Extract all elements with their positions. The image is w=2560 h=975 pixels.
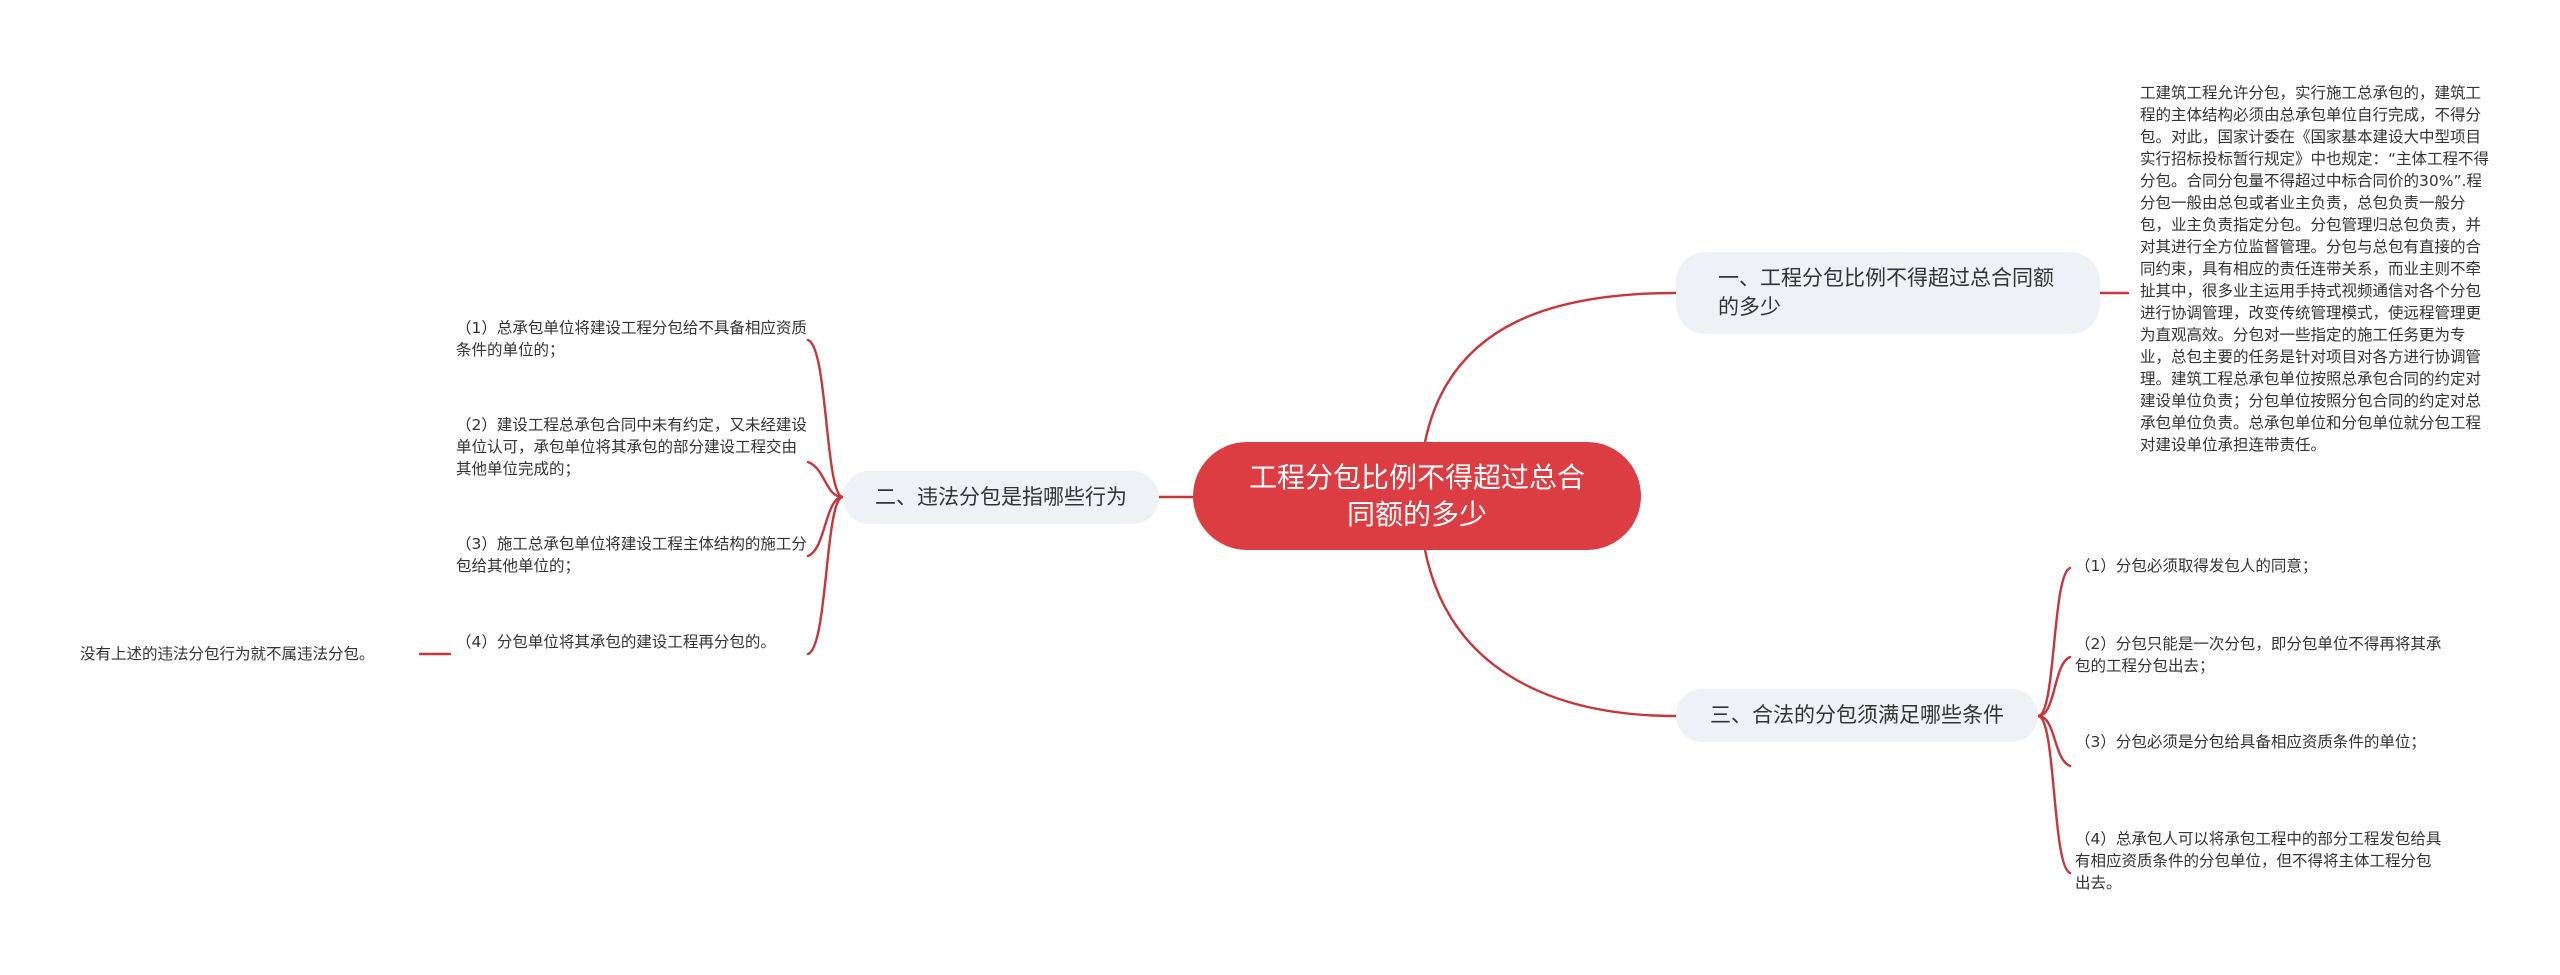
connector-branch-3-leaf-3 (2036, 714, 2072, 768)
branch-node-1-label: 一、工程分包比例不得超过总合同额的多少 (1718, 266, 2054, 319)
branch-node-2-label: 二、违法分包是指哪些行为 (875, 485, 1127, 509)
connector-root-branch-3 (1423, 548, 1678, 718)
connector-branch-3-leaf-4 (2036, 714, 2072, 875)
connector-root-branch-1 (1423, 291, 1678, 444)
leaf-node-3-1[interactable]: （1）分包必须取得发包人的同意； (2075, 557, 2318, 575)
leaf-node-2-4-1[interactable]: 没有上述的违法分包行为就不属违法分包。 (80, 645, 375, 663)
branch-node-1[interactable]: 一、工程分包比例不得超过总合同额的多少 (1676, 252, 2100, 334)
connector-branch-2-leaf-1 (806, 338, 845, 499)
connector-branch-3-leaf-2 (2036, 655, 2072, 718)
connector-branch-2-leaf-2 (806, 460, 845, 499)
connector-branch-3-leaf-1 (2036, 566, 2072, 718)
root-node-label: 工程分包比例不得超过总合同额的多少 (1248, 461, 1585, 531)
leaf-node-3-4[interactable]: （4）总承包人可以将承包工程中的部分工程发包给具有相应资质条件的分包单位，但不得… (2075, 830, 2442, 892)
connector-branch-2-leaf-4 (806, 495, 845, 656)
branch-node-2[interactable]: 二、违法分包是指哪些行为 (843, 471, 1159, 524)
leaf-node-2-1[interactable]: （1）总承包单位将建设工程分包给不具备相应资质条件的单位的； (456, 319, 807, 359)
leaf-node-3-3[interactable]: （3）分包必须是分包给具备相应资质条件的单位； (2075, 733, 2426, 751)
leaf-node-3-2[interactable]: （2）分包只能是一次分包，即分包单位不得再将其承包的工程分包出去； (2075, 635, 2442, 675)
leaf-node-2-2[interactable]: （2）建设工程总承包合同中未有约定，又未经建设单位认可，承包单位将其承包的部分建… (456, 416, 807, 478)
branch-node-3[interactable]: 三、合法的分包须满足哪些条件 (1676, 689, 2038, 742)
branch-node-3-label: 三、合法的分包须满足哪些条件 (1710, 703, 2004, 727)
leaf-node-1-1[interactable]: 工建筑工程允许分包，实行施工总承包的，建筑工程的主体结构必须由总承包单位自行完成… (2140, 84, 2490, 454)
leaf-node-2-4[interactable]: （4）分包单位将其承包的建设工程再分包的。 (456, 633, 776, 651)
connector-branch-2-leaf-3 (806, 495, 845, 558)
leaf-node-2-3[interactable]: （3）施工总承包单位将建设工程主体结构的施工分包给其他单位的； (456, 535, 807, 575)
root-node[interactable]: 工程分包比例不得超过总合同额的多少 (1193, 442, 1641, 550)
